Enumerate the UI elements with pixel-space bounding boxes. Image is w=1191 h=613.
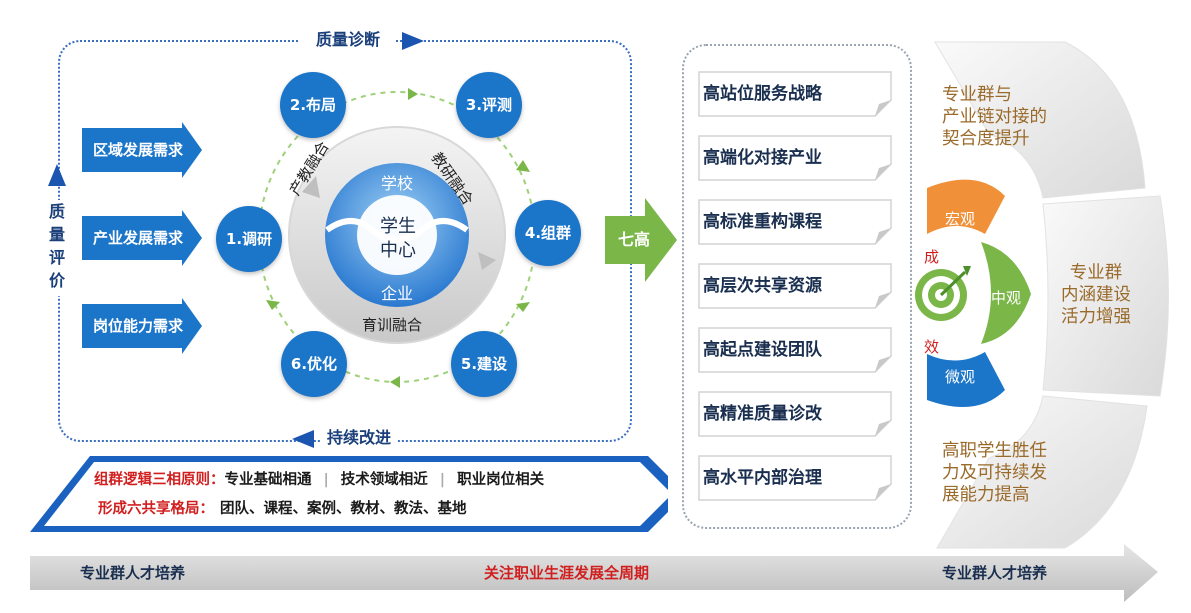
outcome-line: 专业群与: [942, 85, 1012, 105]
center-label: 中心: [380, 240, 416, 261]
six-share-row: 形成六共享格局： 团队、课程、案例、教材、教法、基地: [98, 497, 467, 518]
grouping-logic-label: 组群逻辑三相原则：: [94, 472, 225, 488]
outcome-middle: 专业群 内涵建设 活力增强: [1054, 262, 1138, 328]
fusion-ring-graphic: [288, 126, 506, 344]
up-triangle-icon: [48, 164, 66, 186]
seven-high-text: 高层次共享资源: [703, 276, 822, 296]
outcome-line: 活力增强: [1061, 307, 1131, 327]
education-training-fusion-label: 育训融合: [362, 316, 423, 334]
need-label: 区域发展需求: [92, 141, 183, 159]
outcome-top: 专业群与 产业链对接的 契合度提升: [942, 84, 1047, 150]
outcome-fan: [915, 41, 1169, 549]
student-label: 学生: [380, 216, 416, 237]
outcome-line: 契合度提升: [942, 129, 1030, 149]
macro-label: 宏观: [944, 210, 975, 228]
micro-label: 微观: [944, 368, 975, 386]
seven-high-item: 高起点建设团队: [697, 326, 893, 374]
seven-highs-cards: [698, 71, 892, 501]
outcome-line: 专业群: [1069, 263, 1123, 283]
outcome-line: 展能力提高: [942, 485, 1030, 505]
outcome-line: 力及可持续发: [942, 463, 1047, 483]
need-arrow-regional: 区域发展需求: [82, 122, 202, 178]
node-build: 5.建设: [451, 331, 517, 397]
principle-item: 专业基础相通: [224, 472, 312, 488]
career-cycle-label: 关注职业生涯发展全周期: [484, 564, 650, 582]
enterprise-label: 企业: [380, 284, 413, 303]
outcome-bottom: 高职学生胜任 力及可持续发 展能力提高: [942, 440, 1047, 506]
quality-evaluation-label: 质量评价: [42, 200, 72, 296]
six-share-label: 形成六共享格局：: [98, 501, 214, 517]
seven-high-item: 高端化对接产业: [697, 134, 893, 182]
seven-high-text: 高站位服务战略: [703, 84, 822, 104]
node-research: 1.调研: [216, 206, 282, 272]
seven-high-text: 高端化对接产业: [703, 148, 822, 168]
seven-high-text: 高水平内部治理: [703, 468, 822, 488]
seven-high-text: 高精准质量诊改: [703, 404, 822, 424]
grouping-logic-row: 组群逻辑三相原则：专业基础相通|技术领域相近|职业岗位相关: [94, 472, 545, 488]
seven-high-item: 高站位服务战略: [697, 70, 893, 118]
effect-char-1: 成: [924, 248, 940, 266]
node-grouping: 4.组群: [515, 200, 581, 266]
need-label: 岗位能力需求: [92, 317, 183, 335]
seven-high-item: 高标准重构课程: [697, 198, 893, 246]
principle-item: 技术领域相近: [340, 472, 428, 488]
outcome-line: 内涵建设: [1061, 285, 1131, 305]
school-label: 学校: [380, 174, 413, 193]
seven-highs-panel: [682, 44, 912, 529]
six-share-value: 团队、课程、案例、教材、教法、基地: [220, 501, 467, 517]
seven-highs-arrow: 七高: [605, 198, 677, 282]
principle-item: 职业岗位相关: [457, 472, 545, 488]
node-evaluation: 3.评测: [456, 72, 522, 138]
node-optimize: 6.优化: [281, 331, 347, 397]
seven-highs-label: 七高: [617, 230, 650, 249]
seven-high-item: 高水平内部治理: [697, 454, 893, 502]
outcome-line: 高职学生胜任: [942, 441, 1047, 461]
continuous-improvement-label: 持续改进: [320, 425, 398, 451]
seven-high-item: 高层次共享资源: [697, 262, 893, 310]
need-label: 产业发展需求: [92, 229, 183, 247]
left-triangle-icon: [292, 430, 314, 448]
seven-high-item: 高精准质量诊改: [697, 390, 893, 438]
meso-label: 中观: [990, 289, 1021, 307]
quality-evaluation-text: 质量评价: [48, 202, 65, 290]
need-arrow-position: 岗位能力需求: [82, 298, 202, 354]
principles-banner: [30, 456, 668, 532]
outcome-line: 产业链对接的: [942, 107, 1047, 127]
node-layout: 2.布局: [280, 72, 346, 138]
right-triangle-icon: [402, 32, 424, 50]
need-arrow-industry: 产业发展需求: [82, 210, 202, 266]
seven-high-text: 高起点建设团队: [703, 340, 822, 360]
effect-char-2: 效: [924, 338, 940, 356]
talent-training-left: 专业群人才培养: [80, 564, 186, 582]
quality-diagnosis-label: 质量诊断: [300, 27, 396, 53]
career-cycle-arrow: [30, 544, 1158, 602]
talent-training-right: 专业群人才培养: [942, 564, 1048, 582]
seven-high-text: 高标准重构课程: [703, 212, 822, 232]
